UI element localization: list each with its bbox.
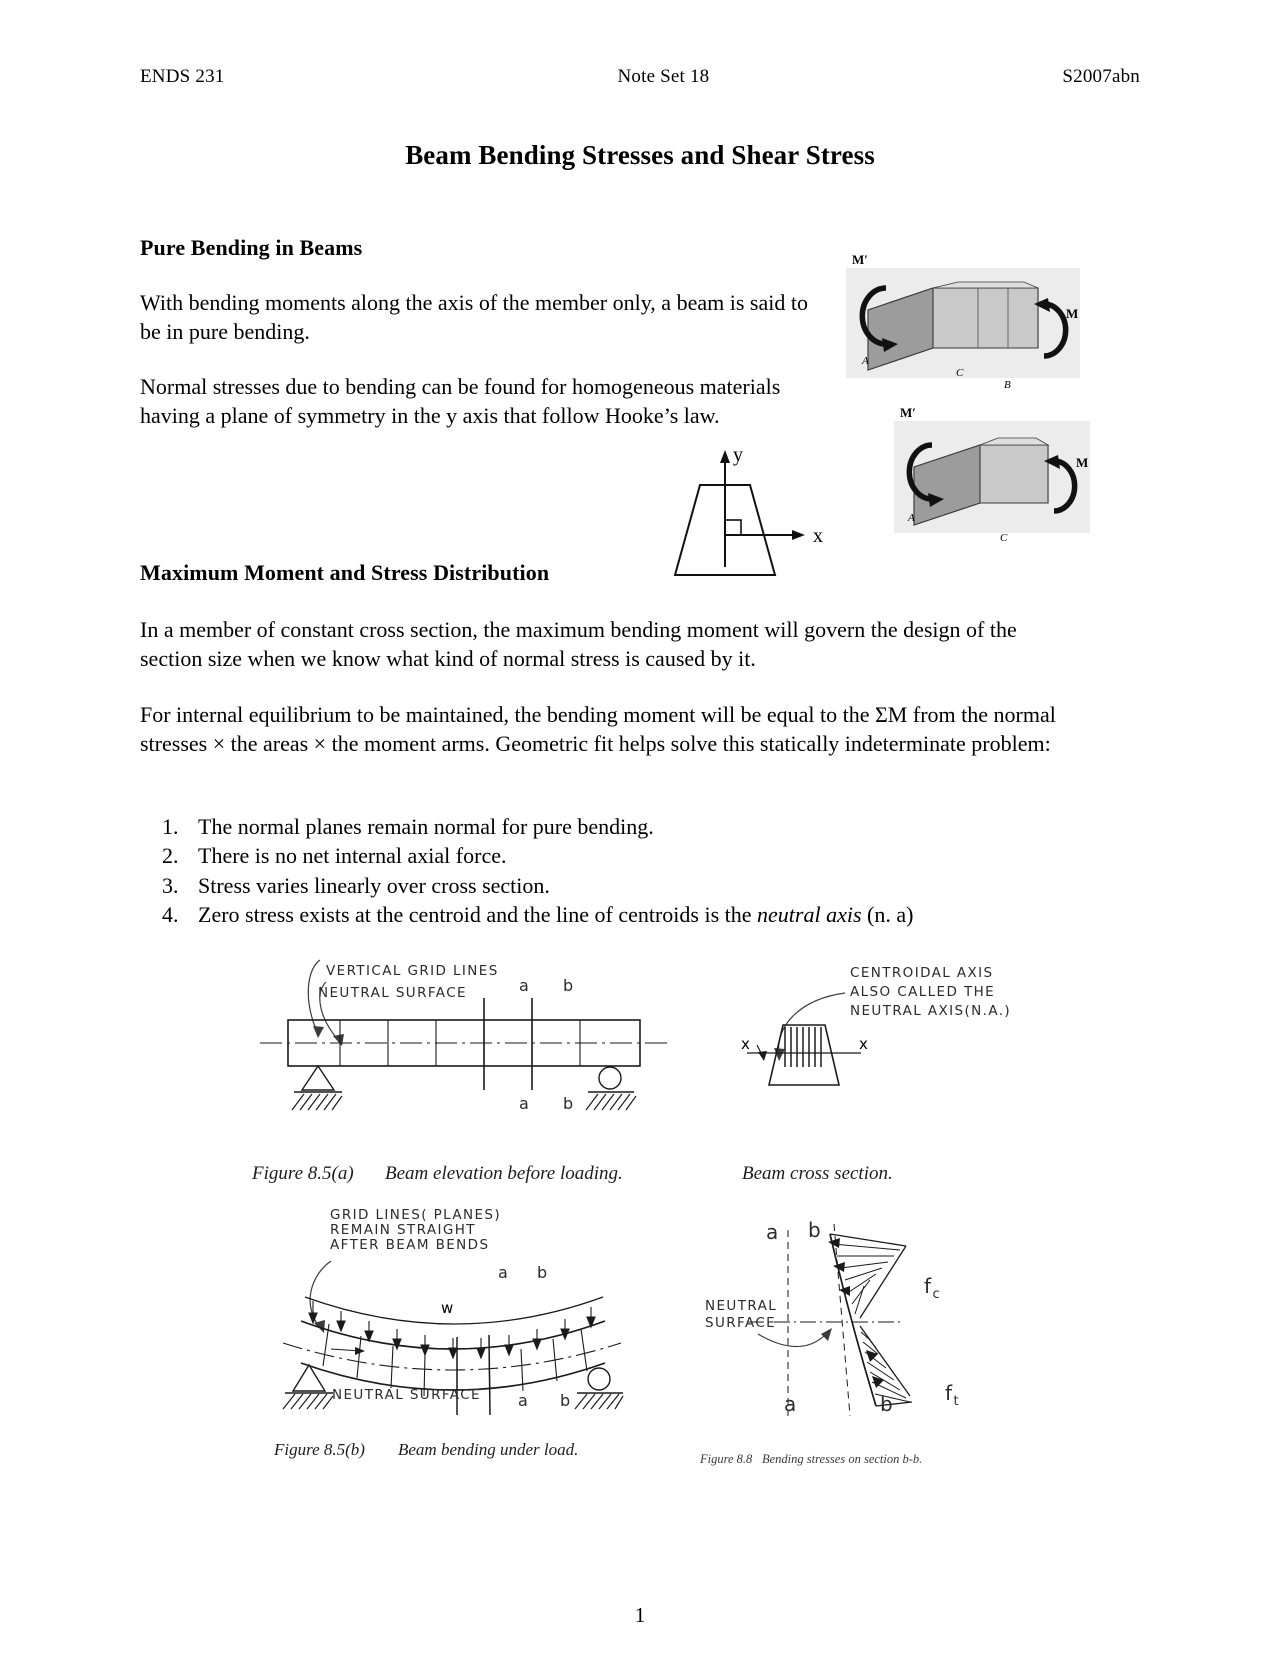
stress-label-compression-sub: c xyxy=(932,1286,942,1302)
figure-8-8-label-b-top: b xyxy=(808,1218,823,1242)
figure-8-5b-label-b-top: b xyxy=(537,1263,549,1282)
figure-axis-trapezoid: y x xyxy=(645,445,845,585)
neutral-axis-emphasis: neutral axis xyxy=(757,901,862,927)
figure-8-5a-caption-text: Beam elevation before loading. xyxy=(385,1163,623,1184)
paragraph-max-moment-1: In a member of constant cross section, t… xyxy=(140,617,1017,672)
block-bottom-label-a: A xyxy=(907,512,915,524)
block-bottom-label-c: C xyxy=(1000,532,1008,544)
section-heading-pure-bending: Pure Bending in Beams xyxy=(140,235,363,260)
page-title: Beam Bending Stresses and Shear Stress xyxy=(405,140,875,170)
figure-cross-section-caption: Beam cross section. xyxy=(742,1163,893,1184)
list-item: Zero stress exists at the centroid and t… xyxy=(184,900,1080,929)
annotation-after-beam-bends: AFTER BEAM BENDS xyxy=(330,1237,490,1253)
annotation-neutral-line2: SURFACE xyxy=(705,1315,777,1331)
axis-label-x: x xyxy=(813,525,823,547)
figure-8-5b-load-label: w xyxy=(441,1299,455,1317)
stress-label-compression-main: f xyxy=(924,1273,933,1298)
figure-8-5b-caption-number: Figure 8.5(b) xyxy=(274,1440,365,1459)
block-top-label-a: A xyxy=(861,355,869,367)
block-top-label-b: B xyxy=(1004,379,1011,391)
figure-8-5b-label-a-top: a xyxy=(498,1263,510,1282)
block-top-label-m: M xyxy=(1066,306,1078,321)
list-item: There is no net internal axial force. xyxy=(184,841,1080,870)
figure-8-5a-label-a-bottom: a xyxy=(519,1094,531,1113)
stress-label-tension-main: f xyxy=(945,1380,954,1405)
annotation-remain-straight: REMAIN STRAIGHT xyxy=(330,1222,476,1238)
figure-8-8-label-a-bottom: a xyxy=(784,1392,798,1416)
annotation-centroidal-axis-line2: ALSO CALLED THE xyxy=(850,984,996,1000)
header-course: ENDS 231 xyxy=(140,66,225,87)
list-item-tail: (n. a) xyxy=(861,901,914,927)
cross-section-axis-label-right: x xyxy=(859,1035,869,1053)
stress-label-tension: ft xyxy=(914,1355,960,1436)
block-top-label-c: C xyxy=(956,367,964,379)
annotation-neutral-surface-a: NEUTRAL SURFACE xyxy=(318,985,467,1001)
annotation-neutral-line1: NEUTRAL xyxy=(705,1298,778,1314)
figure-8-8-label-a-top: a xyxy=(766,1220,780,1244)
assumptions-list: The normal planes remain normal for pure… xyxy=(140,812,1080,929)
section-heading-max-moment: Maximum Moment and Stress Distribution xyxy=(140,560,550,585)
figure-8-5a-label-b-top: b xyxy=(563,976,575,995)
list-item: Stress varies linearly over cross sectio… xyxy=(184,871,1080,900)
figure-pure-bending-block-top: M′ M A C B xyxy=(838,252,1088,400)
figure-8-8-caption-number: Figure 8.8 xyxy=(700,1452,753,1466)
paragraph-pure-bending-2: Normal stresses due to bending can be fo… xyxy=(140,374,781,429)
header-term: S2007abn xyxy=(1062,66,1140,87)
figure-8-5a-label-b-bottom: b xyxy=(563,1094,575,1113)
paragraph-pure-bending-1: With bending moments along the axis of t… xyxy=(140,290,808,345)
annotation-centroidal-axis-line1: CENTROIDAL AXIS xyxy=(850,965,994,981)
block-bottom-label-m-prime: M′ xyxy=(900,405,916,420)
page-number: 1 xyxy=(634,1603,646,1627)
figure-8-5b-label-a-bottom: a xyxy=(518,1391,530,1410)
figure-8-8 xyxy=(700,1210,990,1440)
block-top-label-m-prime: M′ xyxy=(852,252,868,267)
axis-label-y: y xyxy=(733,445,743,466)
figure-8-5a-caption-number: Figure 8.5(a) xyxy=(252,1163,354,1184)
cross-section-axis-label-left: x xyxy=(741,1035,751,1053)
stress-label-tension-sub: t xyxy=(953,1393,960,1409)
figure-beam-cross-section: x x xyxy=(735,975,1065,1105)
figure-8-5a-label-a-top: a xyxy=(519,976,531,995)
paragraph-max-moment-2: For internal equilibrium to be maintaine… xyxy=(140,702,1056,757)
figure-8-5a xyxy=(240,938,690,1138)
figure-8-8-caption-text: Bending stresses on section b-b. xyxy=(762,1452,923,1466)
figure-8-5b-label-b-bottom: b xyxy=(560,1391,572,1410)
annotation-grid-lines-planes: GRID LINES( PLANES) xyxy=(330,1207,502,1223)
figure-8-8-label-b-bottom: b xyxy=(880,1392,895,1416)
list-item: The normal planes remain normal for pure… xyxy=(184,812,1080,841)
annotation-vertical-grid-lines: VERTICAL GRID LINES xyxy=(326,963,499,979)
figure-pure-bending-block-bottom: M′ M A C xyxy=(888,405,1098,555)
stress-label-compression: fc xyxy=(893,1248,941,1329)
header-note-set: Note Set 18 xyxy=(617,66,710,87)
annotation-neutral-surface-b: NEUTRAL SURFACE xyxy=(332,1387,481,1403)
figure-8-5b: w xyxy=(265,1245,685,1415)
list-item-text: Zero stress exists at the centroid and t… xyxy=(198,901,758,927)
annotation-centroidal-axis-line3: NEUTRAL AXIS(N.A.) xyxy=(850,1003,1012,1019)
running-header: ENDS 231 Note Set 18 S2007abn xyxy=(140,66,1140,88)
figure-8-5b-caption-text: Beam bending under load. xyxy=(398,1440,579,1459)
block-bottom-label-m: M xyxy=(1076,455,1088,470)
